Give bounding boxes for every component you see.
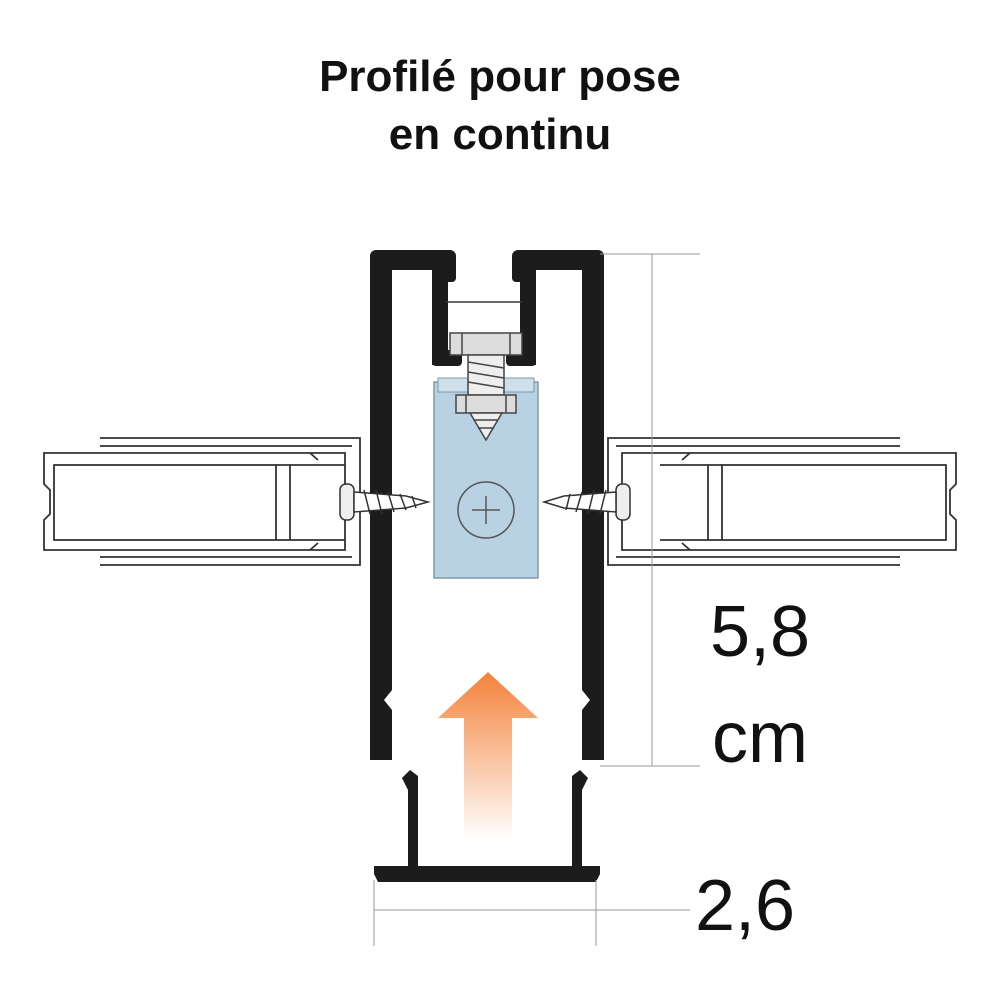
left-screw <box>339 483 431 521</box>
left-glazing-panel <box>43 437 361 566</box>
lower-u-profile <box>374 770 600 882</box>
main-profile <box>370 250 604 760</box>
right-glazing-panel <box>607 437 957 566</box>
dimension-lines <box>373 253 700 946</box>
height-dimension-unit: cm <box>712 698 808 778</box>
right-screw <box>541 483 631 521</box>
top-bolt <box>449 332 523 442</box>
phillips-cross-icon <box>457 481 515 539</box>
diagram-title-line-1: Profilé pour pose <box>319 52 681 101</box>
up-arrow-icon <box>438 672 538 840</box>
height-dimension-value: 5,8 <box>710 592 811 672</box>
width-dimension-value: 2,6 <box>695 866 796 946</box>
diagram-title-line-2: en continu <box>388 110 612 159</box>
